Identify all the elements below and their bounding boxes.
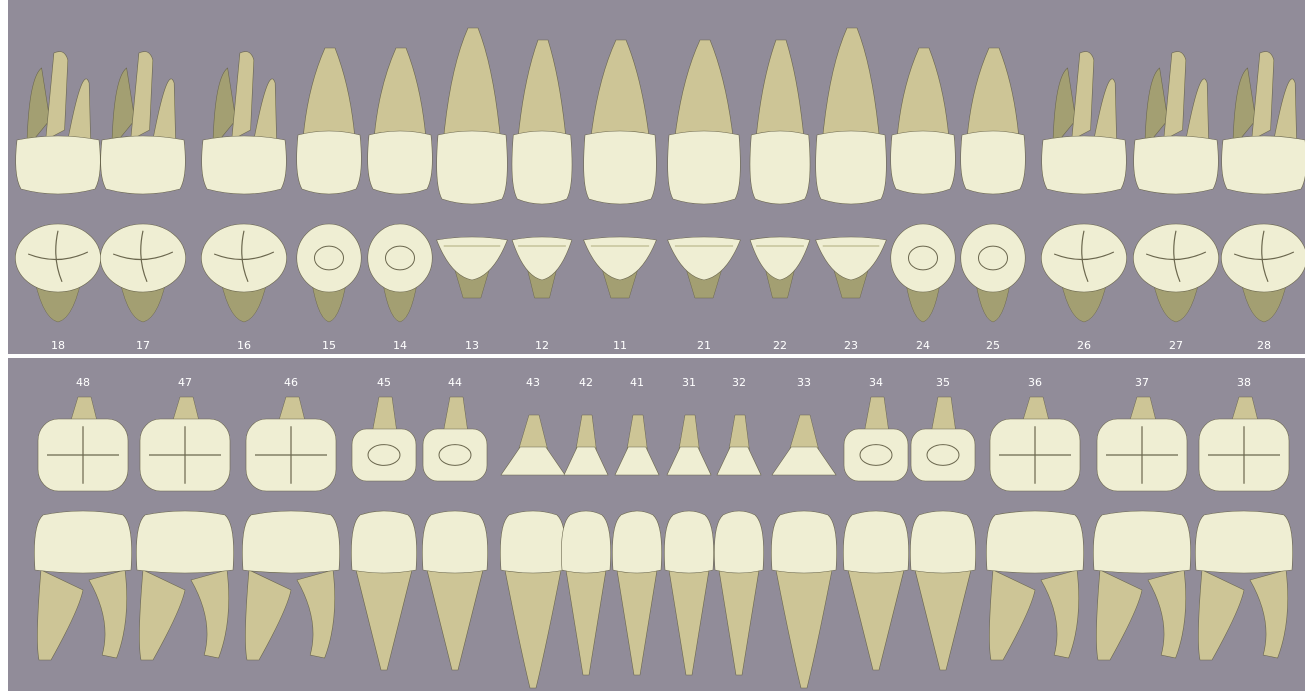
tooth-crown xyxy=(1195,511,1292,573)
tooth-crown xyxy=(668,131,741,204)
tooth-number: 22 xyxy=(773,339,787,352)
arch-separator xyxy=(8,354,1305,358)
tooth-crown xyxy=(101,136,186,194)
tooth-number: 35 xyxy=(936,376,950,389)
tooth-crown xyxy=(202,136,287,194)
tooth-number: 15 xyxy=(322,339,336,352)
tooth-number: 14 xyxy=(393,339,407,352)
tooth-number: 37 xyxy=(1135,376,1149,389)
tooth-crown xyxy=(816,131,887,204)
tooth-occlusal xyxy=(1133,224,1218,292)
tooth-occlusal xyxy=(911,429,975,481)
tooth-occlusal xyxy=(100,224,185,292)
tooth-occlusal xyxy=(15,224,100,292)
tooth-crown xyxy=(500,511,565,573)
tooth-crown xyxy=(16,136,101,194)
tooth-number: 12 xyxy=(535,339,549,352)
tooth-number: 17 xyxy=(136,339,150,352)
tooth-number: 45 xyxy=(377,376,391,389)
tooth-occlusal xyxy=(352,429,416,481)
tooth-crown xyxy=(664,511,713,573)
tooth-crown xyxy=(750,131,810,204)
tooth-number: 44 xyxy=(448,376,462,389)
tooth-crown xyxy=(368,131,433,194)
tooth-number: 41 xyxy=(630,376,644,389)
tooth-number: 27 xyxy=(1169,339,1183,352)
tooth-number: 23 xyxy=(844,339,858,352)
tooth-crown xyxy=(961,131,1026,194)
tooth-crown xyxy=(584,131,657,204)
tooth-number: 11 xyxy=(613,339,627,352)
tooth-number: 42 xyxy=(579,376,593,389)
tooth-number: 31 xyxy=(682,376,696,389)
tooth-crown xyxy=(242,511,339,573)
tooth-number: 26 xyxy=(1077,339,1091,352)
tooth-crown xyxy=(910,511,975,573)
tooth-chart: 18 17 16 15 14 13 12 11 21 22 23 24 25 26 27 28 48 47 46 4… xyxy=(8,0,1305,691)
tooth-crown xyxy=(297,131,362,194)
tooth-number: 34 xyxy=(869,376,883,389)
tooth-number: 48 xyxy=(76,376,90,389)
tooth-occlusal xyxy=(297,224,361,292)
tooth-number: 13 xyxy=(465,339,479,352)
tooth-chart-canvas: 18 17 16 15 14 13 12 11 21 22 23 24 25 26 27 28 48 47 46 4… xyxy=(8,0,1305,691)
tooth-crown xyxy=(351,511,416,573)
tooth-crown xyxy=(561,511,610,573)
tooth-crown xyxy=(843,511,908,573)
tooth-crown xyxy=(34,511,131,573)
tooth-number: 43 xyxy=(526,376,540,389)
tooth-number: 24 xyxy=(916,339,930,352)
tooth-crown xyxy=(1042,136,1127,194)
tooth-occlusal xyxy=(1041,224,1126,292)
tooth-number: 21 xyxy=(697,339,711,352)
tooth-number: 36 xyxy=(1028,376,1042,389)
tooth-crown xyxy=(437,131,508,204)
tooth-crown xyxy=(1134,136,1219,194)
tooth-crown xyxy=(1093,511,1190,573)
tooth-crown xyxy=(136,511,233,573)
tooth-crown xyxy=(986,511,1083,573)
tooth-number: 33 xyxy=(797,376,811,389)
tooth-number: 38 xyxy=(1237,376,1251,389)
tooth-number: 46 xyxy=(284,376,298,389)
tooth-crown xyxy=(422,511,487,573)
tooth-occlusal xyxy=(201,224,286,292)
tooth-crown xyxy=(714,511,763,573)
tooth-occlusal xyxy=(844,429,908,481)
tooth-crown xyxy=(512,131,572,204)
tooth-number: 16 xyxy=(237,339,251,352)
tooth-crown xyxy=(891,131,956,194)
tooth-number: 28 xyxy=(1257,339,1271,352)
tooth-number: 25 xyxy=(986,339,1000,352)
tooth-number: 32 xyxy=(732,376,746,389)
tooth-number: 47 xyxy=(178,376,192,389)
tooth-crown xyxy=(1222,136,1305,194)
tooth-occlusal xyxy=(961,224,1025,292)
tooth-number: 18 xyxy=(51,339,65,352)
tooth-occlusal xyxy=(423,429,487,481)
tooth-occlusal xyxy=(891,224,955,292)
tooth-occlusal xyxy=(368,224,432,292)
tooth-crown xyxy=(612,511,661,573)
tooth-crown xyxy=(771,511,836,573)
